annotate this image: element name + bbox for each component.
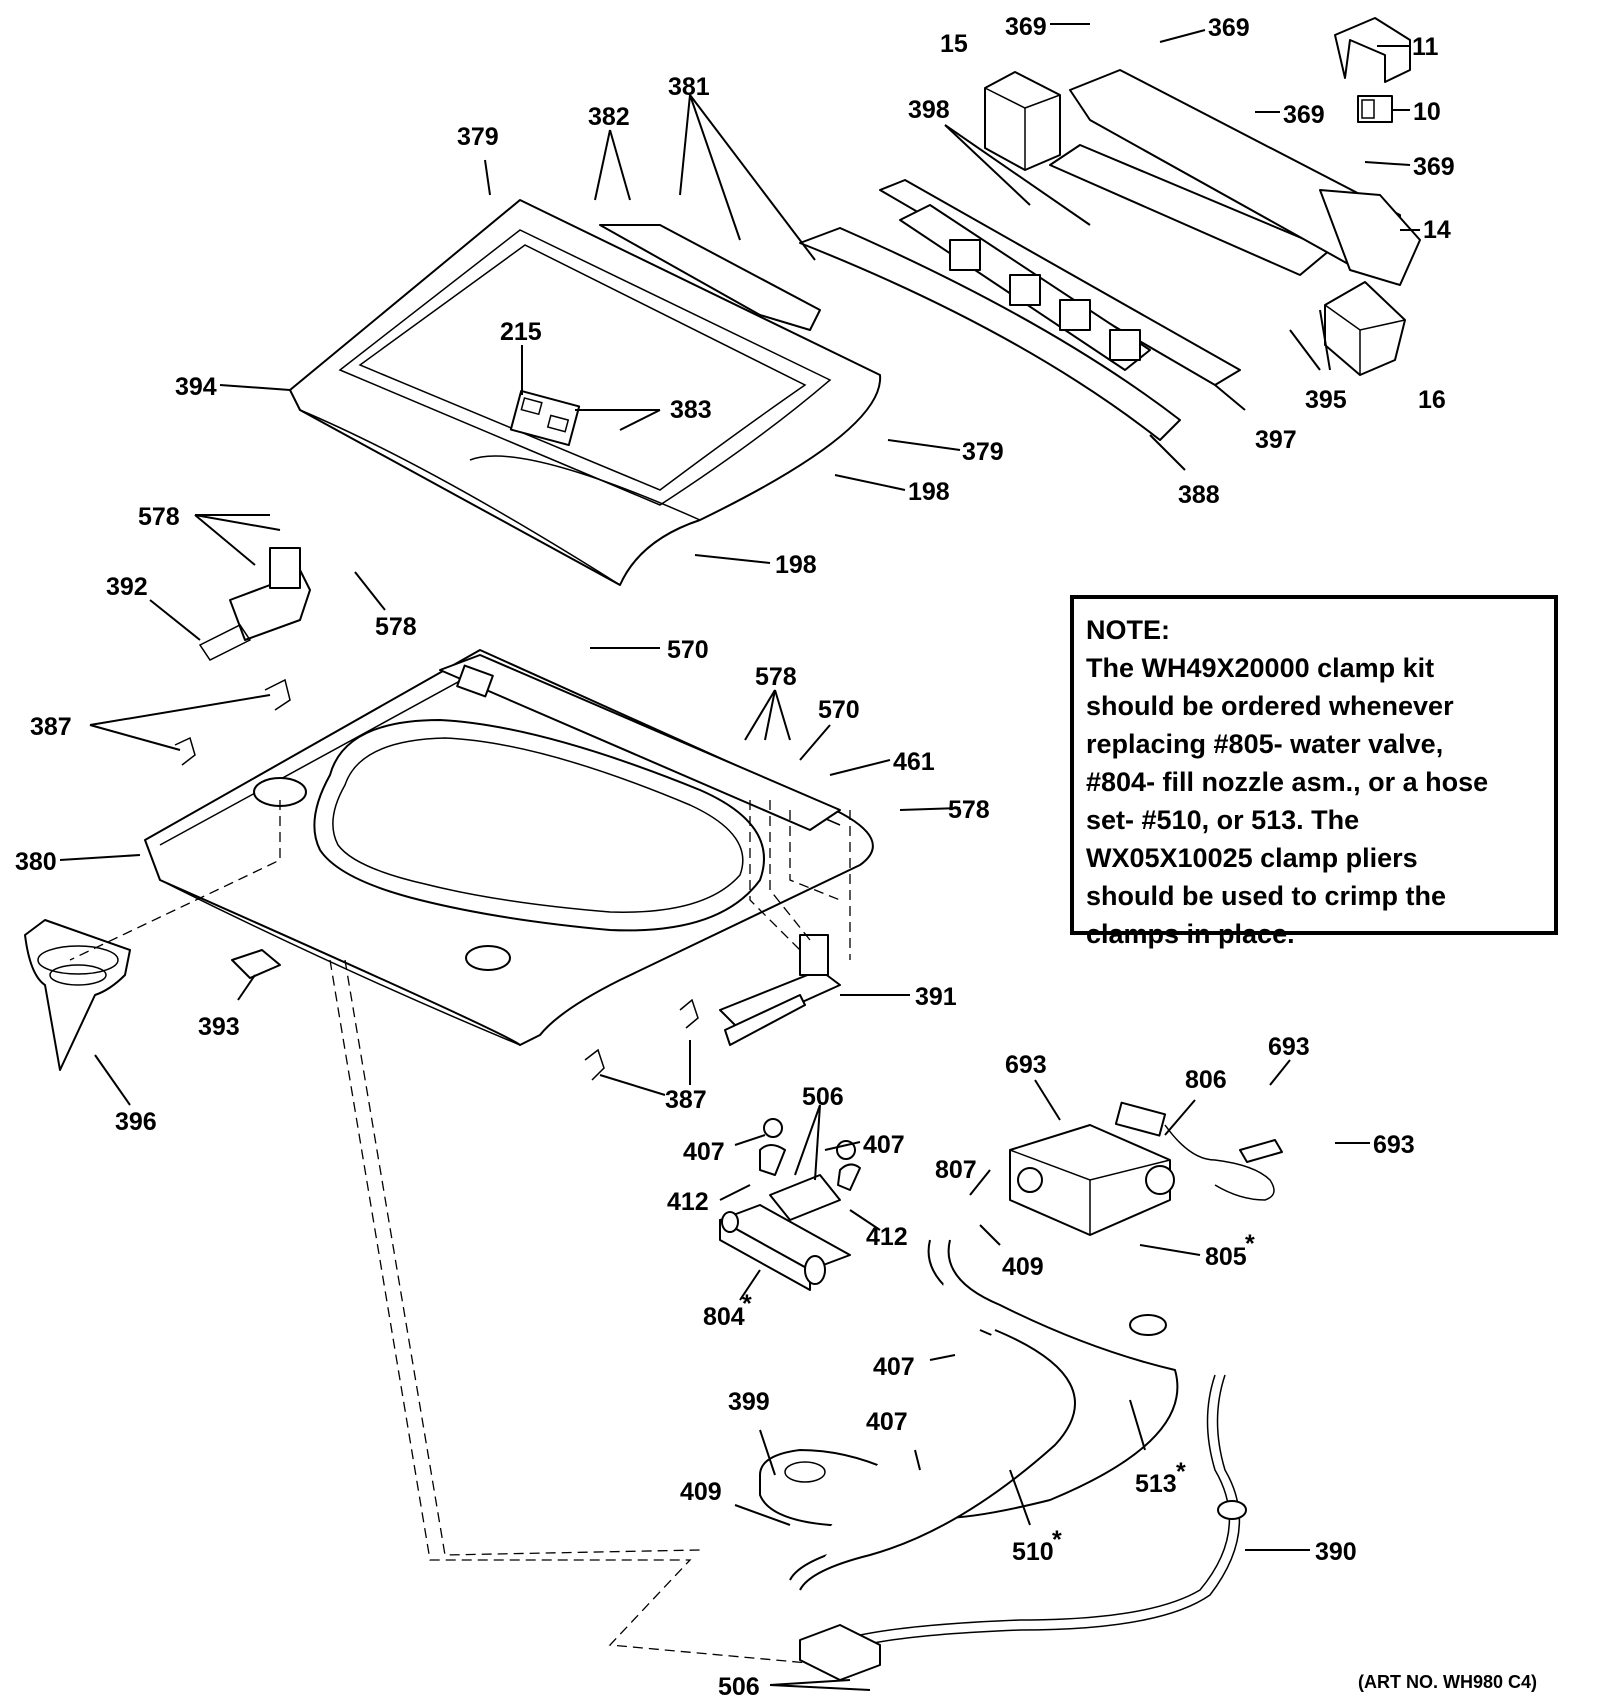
label-578: 578	[138, 503, 180, 531]
label-369: 369	[1413, 153, 1455, 181]
art-number: (ART NO. WH980 C4)	[1358, 1672, 1538, 1692]
note-box: NOTE: The WH49X20000 clamp kit should be…	[1070, 595, 1558, 949]
label-506: 506	[802, 1083, 844, 1111]
label-379: 379	[962, 438, 1004, 466]
label-412: 412	[667, 1188, 709, 1216]
label-382: 382	[588, 103, 630, 131]
label-395: 395	[1305, 386, 1347, 414]
label-461: 461	[893, 748, 935, 776]
control-panel-assembly	[799, 17, 1421, 441]
note-line: should be ordered whenever	[1086, 691, 1454, 721]
asterisk: *	[1052, 1526, 1062, 1554]
label-807: 807	[935, 1156, 977, 1184]
label-369: 369	[1005, 13, 1047, 41]
note-line: WX05X10025 clamp pliers	[1086, 843, 1418, 873]
label-398: 398	[908, 96, 950, 124]
part-393	[231, 949, 281, 979]
bleach-dispenser-396	[24, 919, 131, 1071]
label-804: 804	[703, 1303, 745, 1331]
wire-harness-806	[1114, 1101, 1283, 1201]
label-510: 510	[1012, 1538, 1054, 1566]
elbows-412	[759, 1118, 861, 1191]
note-heading: NOTE:	[1086, 615, 1170, 645]
label-409: 409	[1002, 1253, 1044, 1281]
leader-lines	[59, 23, 1420, 1691]
label-387: 387	[30, 713, 72, 741]
label-198: 198	[775, 551, 817, 579]
main-top-cover-380	[144, 649, 874, 1046]
label-407: 407	[863, 1131, 905, 1159]
label-409: 409	[680, 1478, 722, 1506]
label-513: 513	[1135, 1470, 1177, 1498]
label-369: 369	[1283, 101, 1325, 129]
label-693: 693	[1373, 1131, 1415, 1159]
label-578: 578	[755, 663, 797, 691]
note-line: set- #510, or 513. The	[1086, 805, 1360, 835]
top-lid-394	[289, 199, 882, 586]
note-line: The WH49X20000 clamp kit	[1086, 653, 1435, 683]
fill-nozzle-804	[719, 1174, 851, 1291]
label-15: 15	[940, 30, 968, 58]
label-391: 391	[915, 983, 957, 1011]
label-396: 396	[115, 1108, 157, 1136]
label-399: 399	[728, 1388, 770, 1416]
part-506-bottom	[799, 1624, 881, 1681]
asterisk: *	[742, 1290, 752, 1318]
note-line: clamps in place.	[1086, 919, 1295, 949]
label-392: 392	[106, 573, 148, 601]
label-379: 379	[457, 123, 499, 151]
label-578: 578	[948, 796, 990, 824]
label-14: 14	[1423, 216, 1451, 244]
clips-387	[174, 678, 699, 1081]
label-412: 412	[866, 1223, 908, 1251]
label-693: 693	[1005, 1051, 1047, 1079]
label-383: 383	[670, 396, 712, 424]
water-valve-805	[1009, 1124, 1175, 1236]
note-line: #804- fill nozzle asm., or a hose	[1086, 767, 1489, 797]
label-387: 387	[665, 1086, 707, 1114]
lid-lock-392	[198, 547, 311, 661]
label-198: 198	[908, 478, 950, 506]
label-390: 390	[1315, 1538, 1357, 1566]
label-11: 11	[1412, 33, 1439, 61]
label-394: 394	[175, 373, 217, 401]
label-578: 578	[375, 613, 417, 641]
label-393: 393	[198, 1013, 240, 1041]
label-570: 570	[818, 696, 860, 724]
label-407: 407	[683, 1138, 725, 1166]
label-805: 805	[1205, 1243, 1247, 1271]
label-369: 369	[1208, 14, 1250, 42]
asterisk: *	[1245, 1230, 1255, 1258]
part-labels: 11 10 369 369 369 369 15 14 16 395 397 3…	[15, 13, 1455, 1701]
label-381: 381	[668, 73, 710, 101]
label-380: 380	[15, 848, 57, 876]
label-693: 693	[1268, 1033, 1310, 1061]
label-16: 16	[1418, 386, 1446, 414]
lid-switch-391	[719, 934, 841, 1046]
label-388: 388	[1178, 481, 1220, 509]
label-215: 215	[500, 318, 542, 346]
label-407: 407	[866, 1408, 908, 1436]
label-570: 570	[667, 636, 709, 664]
asterisk: *	[1176, 1458, 1186, 1486]
lid-latch-215	[509, 389, 581, 447]
note-line: should be used to crimp the	[1086, 881, 1447, 911]
note-line: replacing #805- water valve,	[1086, 729, 1444, 759]
label-10: 10	[1413, 98, 1441, 126]
label-397: 397	[1255, 426, 1297, 454]
label-407: 407	[873, 1353, 915, 1381]
label-806: 806	[1185, 1066, 1227, 1094]
label-506: 506	[718, 1673, 760, 1701]
